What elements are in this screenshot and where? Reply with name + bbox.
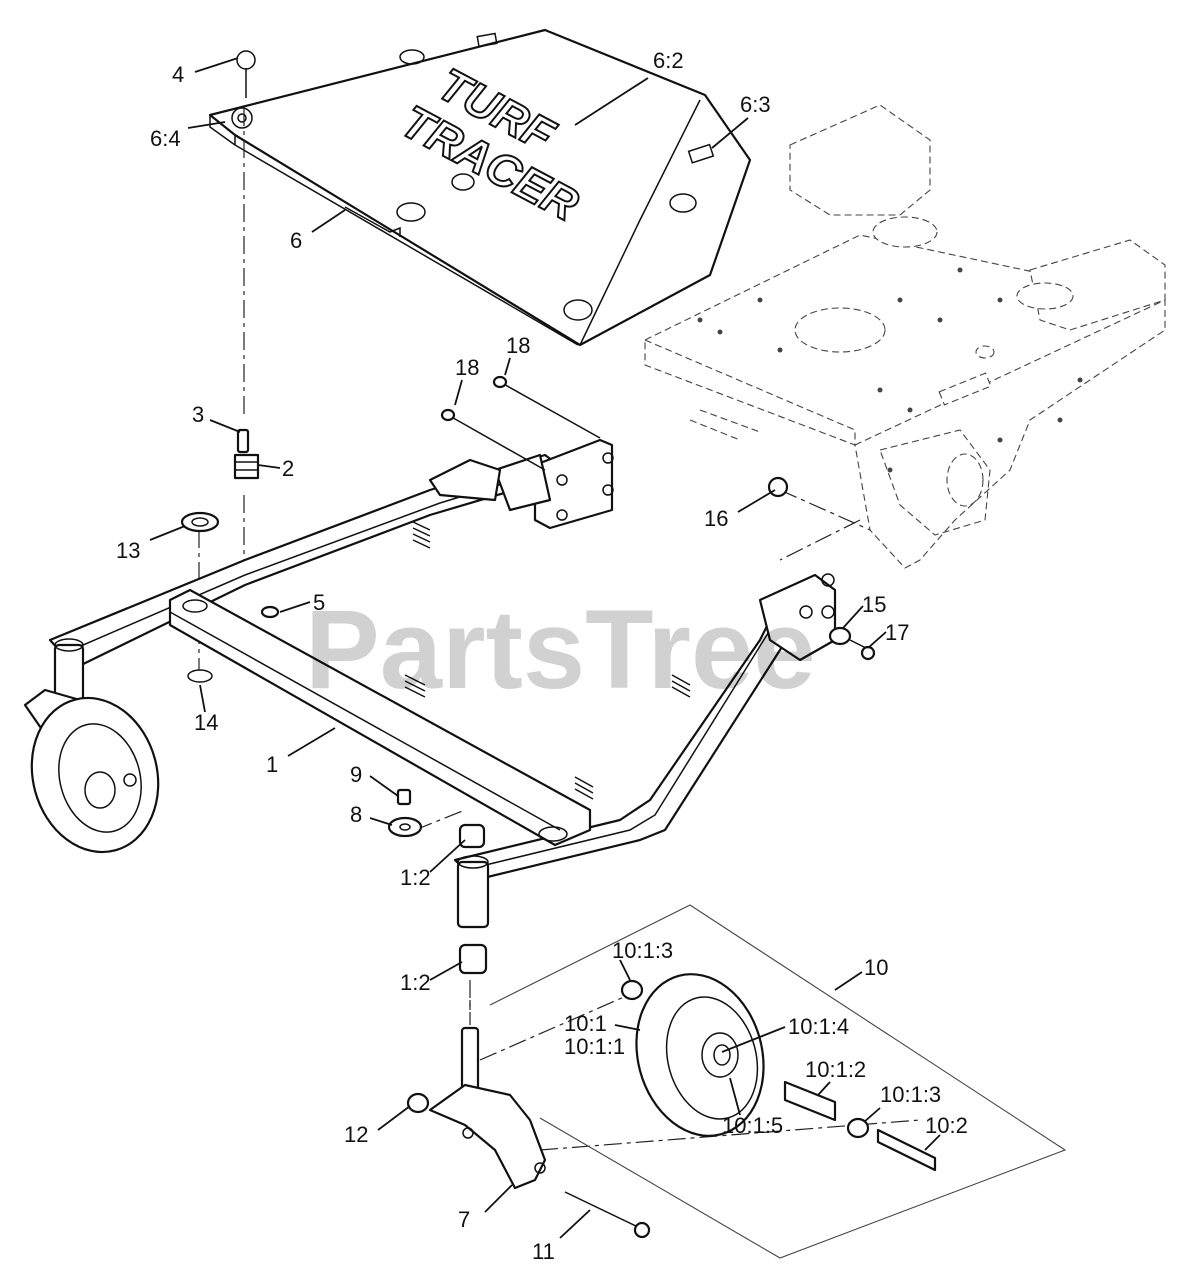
callout-labels: 4 6:4 6:2 6:3 6 18 18 3 2 13 16 5 15 17 … <box>116 48 968 1264</box>
callout-6-4: 6:4 <box>150 126 181 151</box>
callout-17: 17 <box>885 620 909 645</box>
callout-1: 1 <box>266 752 278 777</box>
callout-1-2-upper: 1:2 <box>400 865 431 890</box>
callout-5: 5 <box>313 590 325 615</box>
callout-18-lower: 18 <box>455 355 479 380</box>
cover-plate <box>208 28 752 347</box>
callout-3: 3 <box>192 402 204 427</box>
callout-12: 12 <box>344 1122 368 1147</box>
callout-15: 15 <box>862 592 886 617</box>
hardware <box>180 50 876 1239</box>
callout-7: 7 <box>458 1207 470 1232</box>
callout-10-1-1: 10:1:1 <box>564 1034 625 1059</box>
callout-6-2: 6:2 <box>653 48 684 73</box>
callout-2: 2 <box>282 456 294 481</box>
callout-6: 6 <box>290 228 302 253</box>
callout-13: 13 <box>116 538 140 563</box>
callout-10-1-4: 10:1:4 <box>788 1014 849 1039</box>
callout-14: 14 <box>194 710 218 735</box>
callout-10-1-2: 10:1:2 <box>805 1057 866 1082</box>
callout-10-2: 10:2 <box>925 1113 968 1138</box>
callout-10-1: 10:1 <box>564 1011 607 1036</box>
leader-lines <box>149 57 941 1239</box>
callout-16: 16 <box>704 506 728 531</box>
callout-10: 10 <box>864 955 888 980</box>
callout-10-1-3-upper: 10:1:3 <box>612 938 673 963</box>
callout-9: 9 <box>350 762 362 787</box>
callout-18-upper: 18 <box>506 333 530 358</box>
callout-4: 4 <box>172 62 184 87</box>
callout-10-1-5: 10:1:5 <box>722 1113 783 1138</box>
left-caster-wheel <box>23 688 160 854</box>
watermark: PartsTree <box>305 587 816 712</box>
callout-11: 11 <box>532 1239 555 1264</box>
mower-frame-phantom <box>644 104 1166 569</box>
frame-dot-holes <box>697 267 1083 473</box>
callout-10-1-3-lower: 10:1:3 <box>880 1082 941 1107</box>
axle-frame <box>48 438 837 929</box>
callout-8: 8 <box>350 802 362 827</box>
callout-6-3: 6:3 <box>740 92 771 117</box>
wheel-assembly <box>489 904 1067 1259</box>
callout-1-2-lower: 1:2 <box>400 970 431 995</box>
